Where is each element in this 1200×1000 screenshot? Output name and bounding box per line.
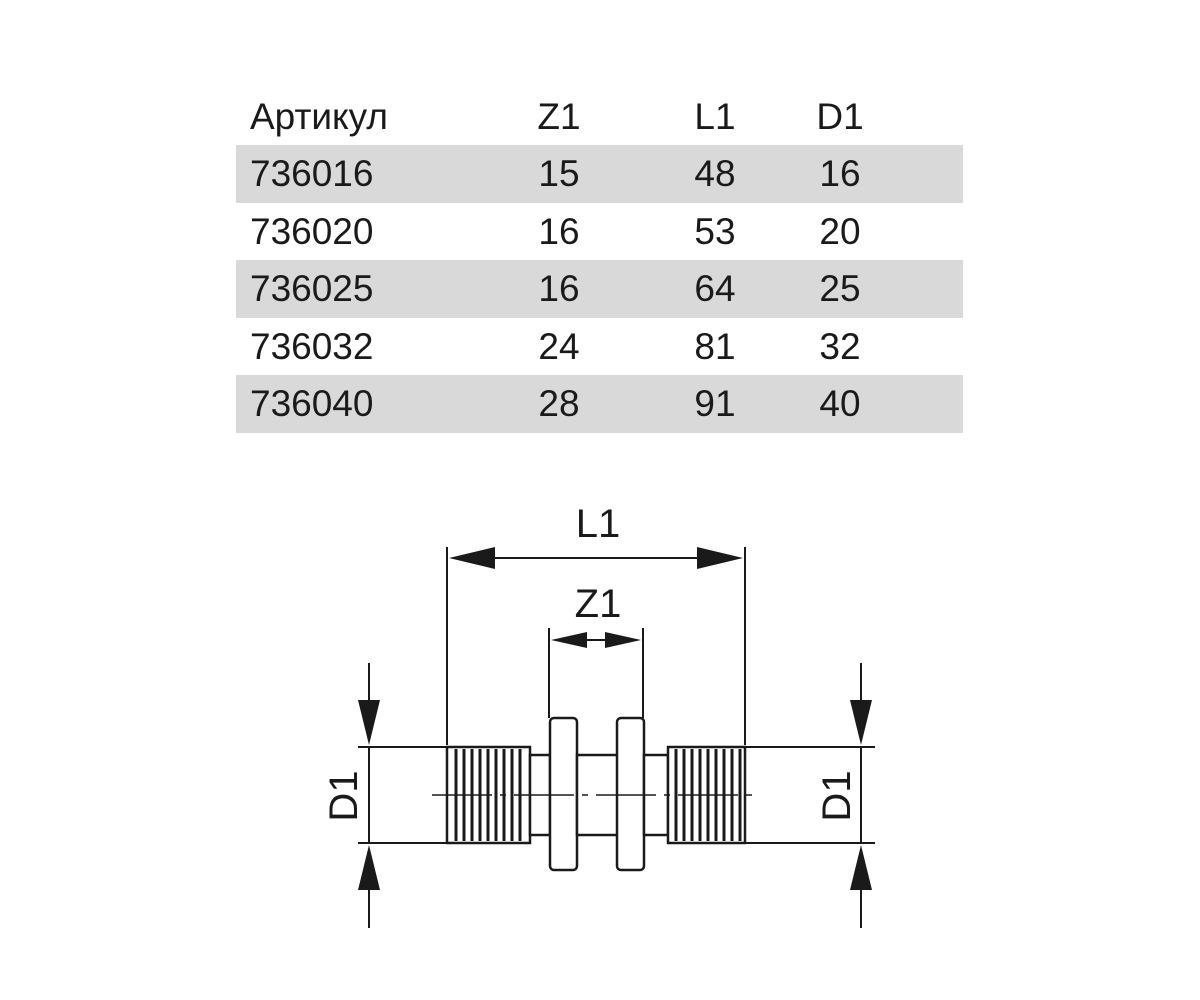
cell-article: 736016	[250, 153, 374, 194]
d1-right-dimension-arrows	[850, 663, 872, 928]
cell-z1: 15	[538, 153, 580, 194]
l1-dimension-label: L1	[576, 502, 621, 546]
cell-z1: 16	[538, 210, 580, 252]
d1-left-dimension-label: D1	[322, 770, 366, 821]
header-article: Артикул	[250, 96, 388, 137]
l1-dimension-arrow	[449, 547, 743, 569]
header-l1: L1	[694, 96, 736, 137]
left-collar	[548, 716, 579, 872]
cell-d1: 20	[819, 210, 861, 252]
cell-article: 736025	[250, 268, 374, 309]
cell-article: 736020	[250, 210, 374, 252]
table-row: 736040 28 91 40	[236, 375, 963, 433]
right-collar	[615, 716, 646, 872]
table-row: 736016 15 48 16	[236, 145, 963, 203]
table-row: 736025 16 64 25	[236, 260, 963, 318]
spec-table: Артикул Z1 L1 D1 736016 15 48 16 736020 …	[236, 88, 963, 433]
cell-z1: 16	[538, 268, 580, 309]
table-row: 736020 16 53 20	[236, 203, 963, 261]
cell-l1: 81	[694, 325, 736, 367]
z1-dimension-label: Z1	[575, 582, 622, 626]
extension-lines	[358, 547, 875, 844]
z1-dimension-arrow	[551, 632, 641, 648]
cell-z1: 24	[538, 325, 580, 367]
cell-l1: 53	[694, 210, 736, 252]
cell-l1: 64	[694, 268, 736, 309]
cell-article: 736032	[250, 325, 374, 367]
table-row: 736032 24 81 32	[236, 318, 963, 376]
d1-right-dimension-label: D1	[815, 770, 859, 821]
cell-d1: 40	[819, 383, 861, 424]
cell-l1: 91	[694, 383, 736, 424]
header-z1: Z1	[537, 96, 581, 137]
d1-left-dimension-arrows	[358, 663, 380, 928]
cell-l1: 48	[694, 153, 736, 194]
cell-d1: 25	[819, 268, 861, 309]
cell-article: 736040	[250, 383, 374, 424]
cell-z1: 28	[538, 383, 580, 424]
header-d1: D1	[816, 96, 864, 137]
cell-d1: 32	[819, 325, 861, 367]
table-header: Артикул Z1 L1 D1	[236, 88, 963, 145]
cell-d1: 16	[819, 153, 861, 194]
